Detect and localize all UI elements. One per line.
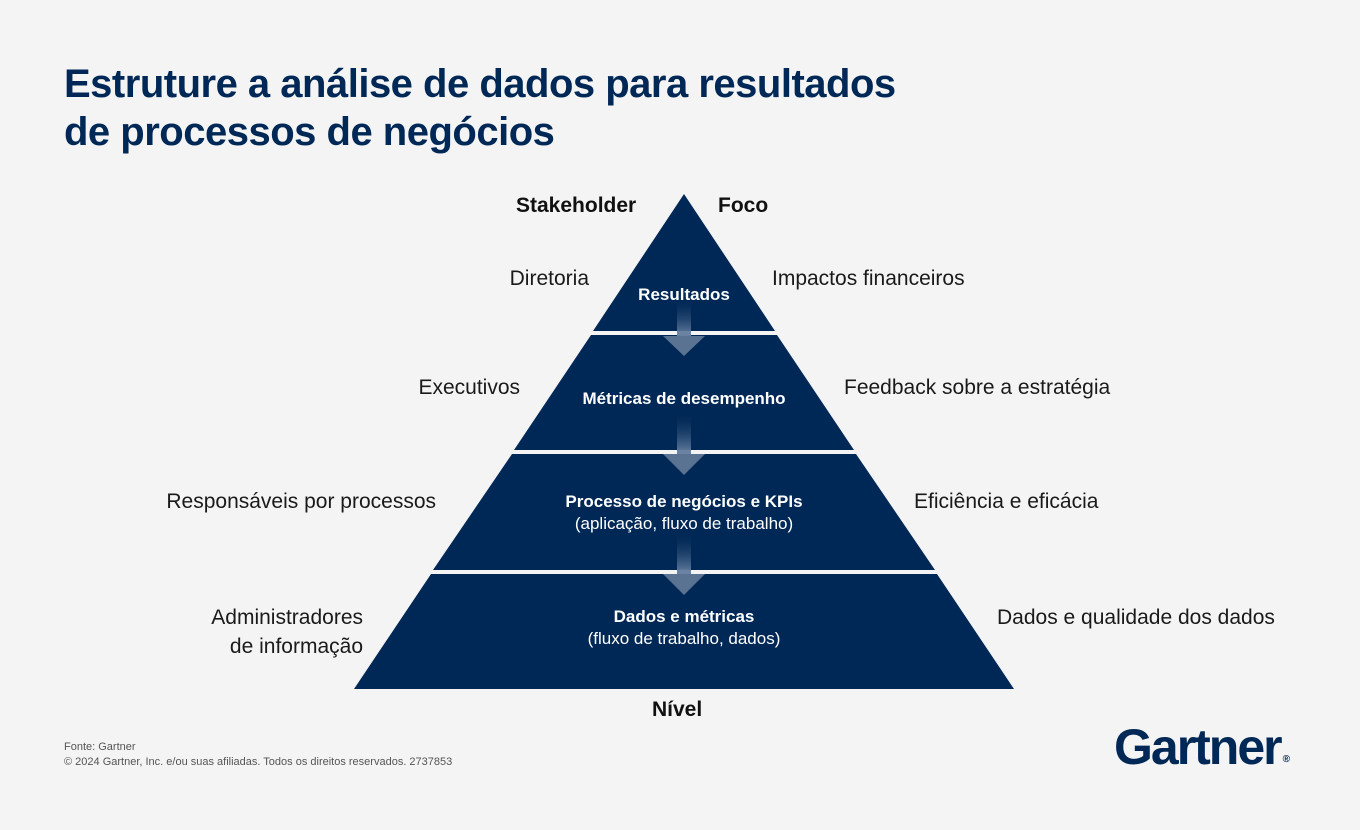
tier-4-subtitle: (fluxo de trabalho, dados) [587,629,781,648]
title-line-2: de processos de negócios [64,110,555,154]
flow-arrow-2 [663,414,705,475]
tier-2-label: Métricas de desempenho [534,388,834,410]
stakeholder-header: Stakeholder [516,194,637,217]
registered-mark: ® [1282,754,1290,765]
focus-header: Foco [718,194,769,217]
focus-tier-1: Impactos financeiros [772,267,965,290]
tier-1-title: Resultados [638,285,730,304]
focus-tier-2: Feedback sobre a estratégia [844,376,1111,399]
gartner-logo: Gartner® [1114,718,1290,776]
tier-4-label: Dados e métricas (fluxo de trabalho, dad… [514,606,854,650]
pyramid-tier-2 [514,335,854,450]
pyramid-tier-4 [354,574,1014,689]
stakeholder-tier-4: Administradores de informação [211,606,363,658]
tier-3-title: Processo de negócios e KPIs [565,492,803,511]
tier-4-title: Dados e métricas [613,607,755,626]
flow-arrow-3 [663,534,705,595]
tier-1-label: Resultados [584,284,784,306]
footer-copyright: © 2024 Gartner, Inc. e/ou suas afiliadas… [64,756,453,768]
stakeholder-tier-2: Executivos [418,376,520,399]
flow-arrow-1 [663,300,705,356]
level-label: Nível [652,698,703,721]
page-title: Estruture a análise de dados para result… [64,60,1064,156]
stakeholder-tier-3: Responsáveis por processos [166,490,436,513]
pyramid-tier-3 [433,454,935,570]
footer: Fonte: Gartner © 2024 Gartner, Inc. e/ou… [64,740,452,770]
stakeholder-tier-1: Diretoria [509,267,589,290]
tier-3-label: Processo de negócios e KPIs (aplicação, … [514,491,854,535]
title-line-1: Estruture a análise de dados para result… [64,62,896,106]
logo-text: Gartner [1114,719,1283,775]
tier-3-subtitle: (aplicação, fluxo de trabalho) [574,514,794,533]
focus-tier-3: Eficiência e eficácia [914,490,1099,513]
focus-tier-4: Dados e qualidade dos dados [997,606,1275,629]
footer-source: Fonte: Gartner [64,741,136,753]
tier-2-title: Métricas de desempenho [582,389,786,408]
pyramid-tier-1 [593,194,775,331]
